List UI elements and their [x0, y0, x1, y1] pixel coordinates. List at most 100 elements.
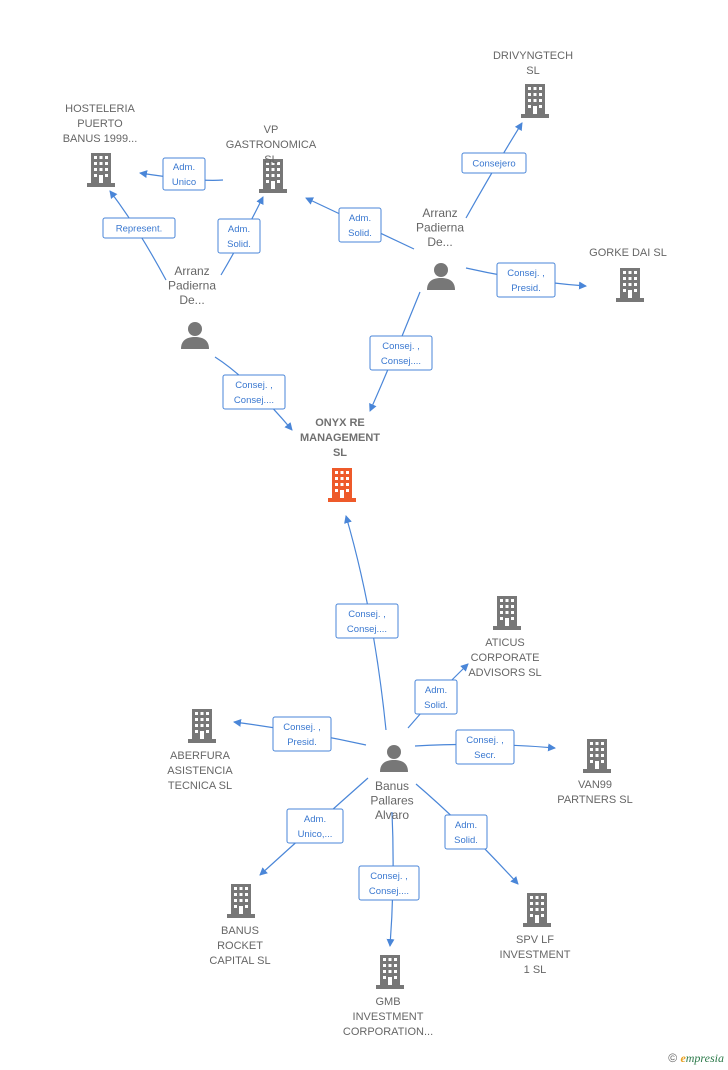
person-icon [181, 322, 209, 349]
edge-label-e10[interactable]: Adm.Solid. [414, 679, 458, 715]
edge-label-box [369, 335, 433, 371]
edge-label-box [102, 217, 176, 239]
edge-label-e1[interactable]: Adm. Unico [162, 157, 206, 191]
edge-label-text: Unico,... [298, 829, 333, 840]
edge-label-text: Presid. [287, 737, 317, 748]
node-label-text: CAPITAL SL [209, 955, 270, 967]
edge-label-e8[interactable]: Consej. ,Consej.... [369, 335, 433, 371]
company-node-onyx[interactable]: ONYX RE MANAGEMENT SL [300, 417, 380, 502]
edge-label-box [461, 152, 527, 174]
edge-label-e12[interactable]: Consej. , Secr. [455, 729, 515, 765]
edge-label-e6[interactable]: Consejero [461, 152, 527, 174]
node-label-text: PARTNERS SL [557, 794, 632, 806]
person-icon [427, 263, 455, 290]
node-label-text: Pallares [370, 794, 413, 808]
node-label-text: Arranz [174, 264, 209, 278]
node-label-text: Padierna [416, 221, 464, 235]
node-label-text: GASTRONOMICA [226, 139, 317, 151]
building-icon [87, 153, 115, 187]
edge-label-box [358, 865, 420, 901]
company-node-aticus[interactable]: ATICUS CORPORATE ADVISORS SL [468, 596, 542, 679]
node-label-text: CORPORATE [471, 652, 540, 664]
edge-label-text: Consej. , [507, 268, 545, 279]
person-node-arranz1[interactable]: ArranzPadiernaDe... [416, 206, 464, 290]
node-label-text: De... [179, 293, 204, 307]
edge-label-text: Solid. [454, 835, 478, 846]
edge-label-text: Adm. [173, 162, 195, 173]
node-label-text: ADVISORS SL [468, 667, 541, 679]
edge-label-box [335, 603, 399, 639]
edge-label-text: Consej. , [283, 722, 321, 733]
edge-label-text: Unico [172, 177, 196, 188]
building-icon [583, 739, 611, 773]
node-label-text: TECNICA SL [168, 780, 232, 792]
node-label-text: BANUS 1999... [63, 133, 138, 145]
edge-label-box [444, 814, 488, 850]
building-icon [376, 955, 404, 989]
edge-label-text: Consej. , [466, 735, 504, 746]
edge-label-e2[interactable]: Represent. [102, 217, 176, 239]
edge-label-text: Adm. [228, 224, 250, 235]
node-label-text: SL [333, 447, 347, 459]
edge-label-text: Solid. [348, 228, 372, 239]
node-label-text: VP [264, 124, 279, 136]
edge-label-box [272, 716, 332, 752]
edge-label-text: Adm. [425, 685, 447, 696]
edge-label-text: Adm. [455, 820, 477, 831]
node-label-text: De... [427, 235, 452, 249]
copyright-icon: © [668, 1051, 678, 1065]
edge-label-box [222, 374, 286, 410]
edge-label-text: Consej.... [234, 395, 274, 406]
edge-label-e5[interactable]: Adm.Solid. [338, 207, 382, 243]
node-label-text: ONYX RE [315, 417, 365, 429]
edge-label-e14[interactable]: Consej. ,Consej.... [358, 865, 420, 901]
edge-label-text: Consej.... [347, 624, 387, 635]
company-node-gorke[interactable]: GORKE DAI SL [589, 247, 667, 302]
company-node-vp[interactable]: VP GASTRONOMICA SL [226, 124, 317, 193]
edge-label-e3[interactable]: Adm.Solid. [217, 218, 261, 254]
node-label-text: MANAGEMENT [300, 432, 380, 444]
node-label-text: ATICUS [485, 637, 525, 649]
edge-label-e13[interactable]: Adm. Unico,... [286, 808, 344, 844]
person-icon [380, 745, 408, 772]
node-label-text: VAN99 [578, 779, 612, 791]
edge-label-e11[interactable]: Consej. , Presid. [272, 716, 332, 752]
company-node-gmb[interactable]: GMBINVESTMENTCORPORATION... [343, 955, 433, 1038]
node-label-text: ROCKET [217, 940, 263, 952]
edge-label-box [496, 262, 556, 298]
edge-label-e4[interactable]: Consej. ,Consej.... [222, 374, 286, 410]
edge-label-box [455, 729, 515, 765]
building-icon [616, 268, 644, 302]
node-label-text: SPV LF [516, 934, 554, 946]
edge-label-text: Adm. [304, 814, 326, 825]
brand-logo[interactable]: empresia [680, 1051, 724, 1065]
edge-label-e15[interactable]: Adm. Solid. [444, 814, 488, 850]
edge-label-box [162, 157, 206, 191]
edge-label-e9[interactable]: Consej. ,Consej.... [335, 603, 399, 639]
edge-label-e7[interactable]: Consej. ,Presid. [496, 262, 556, 298]
edge-label-box [338, 207, 382, 243]
node-label-text: INVESTMENT [500, 949, 571, 961]
building-icon [328, 468, 356, 502]
node-label-text: ABERFURA [170, 750, 231, 762]
node-label-text: INVESTMENT [353, 1011, 424, 1023]
edge-label-box [286, 808, 344, 844]
building-icon [493, 596, 521, 630]
edge-label-text: Secr. [474, 750, 496, 761]
edge-label-box [217, 218, 261, 254]
copyright-footer: © empresia [668, 1051, 724, 1066]
building-icon [521, 84, 549, 118]
node-label-text: SL [264, 154, 277, 166]
node-label-text: Alvaro [375, 808, 409, 822]
person-node-arranz2[interactable]: ArranzPadiernaDe... [168, 264, 216, 349]
